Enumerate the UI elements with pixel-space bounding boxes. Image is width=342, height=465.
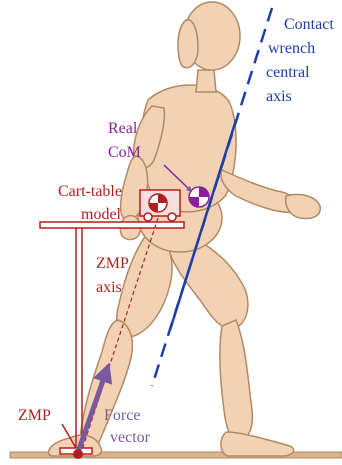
neck: [196, 70, 216, 92]
real-com-label-line-1: Real: [108, 120, 138, 137]
contact-label-line-3: central: [266, 64, 310, 81]
cart-wheel-left: [144, 213, 152, 221]
cart-table-label-line-1: Cart-table: [58, 183, 122, 200]
contact-label-line-1: Contact: [284, 16, 334, 33]
force-label-line-2: vector: [110, 429, 151, 446]
zmp-label: ZMP: [18, 407, 51, 424]
contact-label-line-2: wrench: [268, 40, 315, 57]
cart-table-label-line-2: model: [81, 206, 122, 223]
rear-shin: [220, 320, 253, 440]
zmp-dot-icon: [73, 449, 83, 459]
force-label-line-1: Force: [104, 407, 140, 424]
rear-fist: [286, 194, 321, 218]
contact-label-line-4: axis: [266, 88, 292, 105]
rear-upper-arm: [178, 20, 198, 68]
cart-com-marker-icon: [149, 194, 167, 212]
zmp-axis-label-line-1: ZMP: [96, 255, 129, 272]
real-com-label-line-2: CoM: [108, 144, 141, 161]
com-checkered-marker-icon: [189, 187, 209, 207]
rear-foot: [221, 432, 294, 456]
cart-wheel-right: [168, 213, 176, 221]
zmp-axis-label-line-2: axis: [96, 279, 122, 296]
